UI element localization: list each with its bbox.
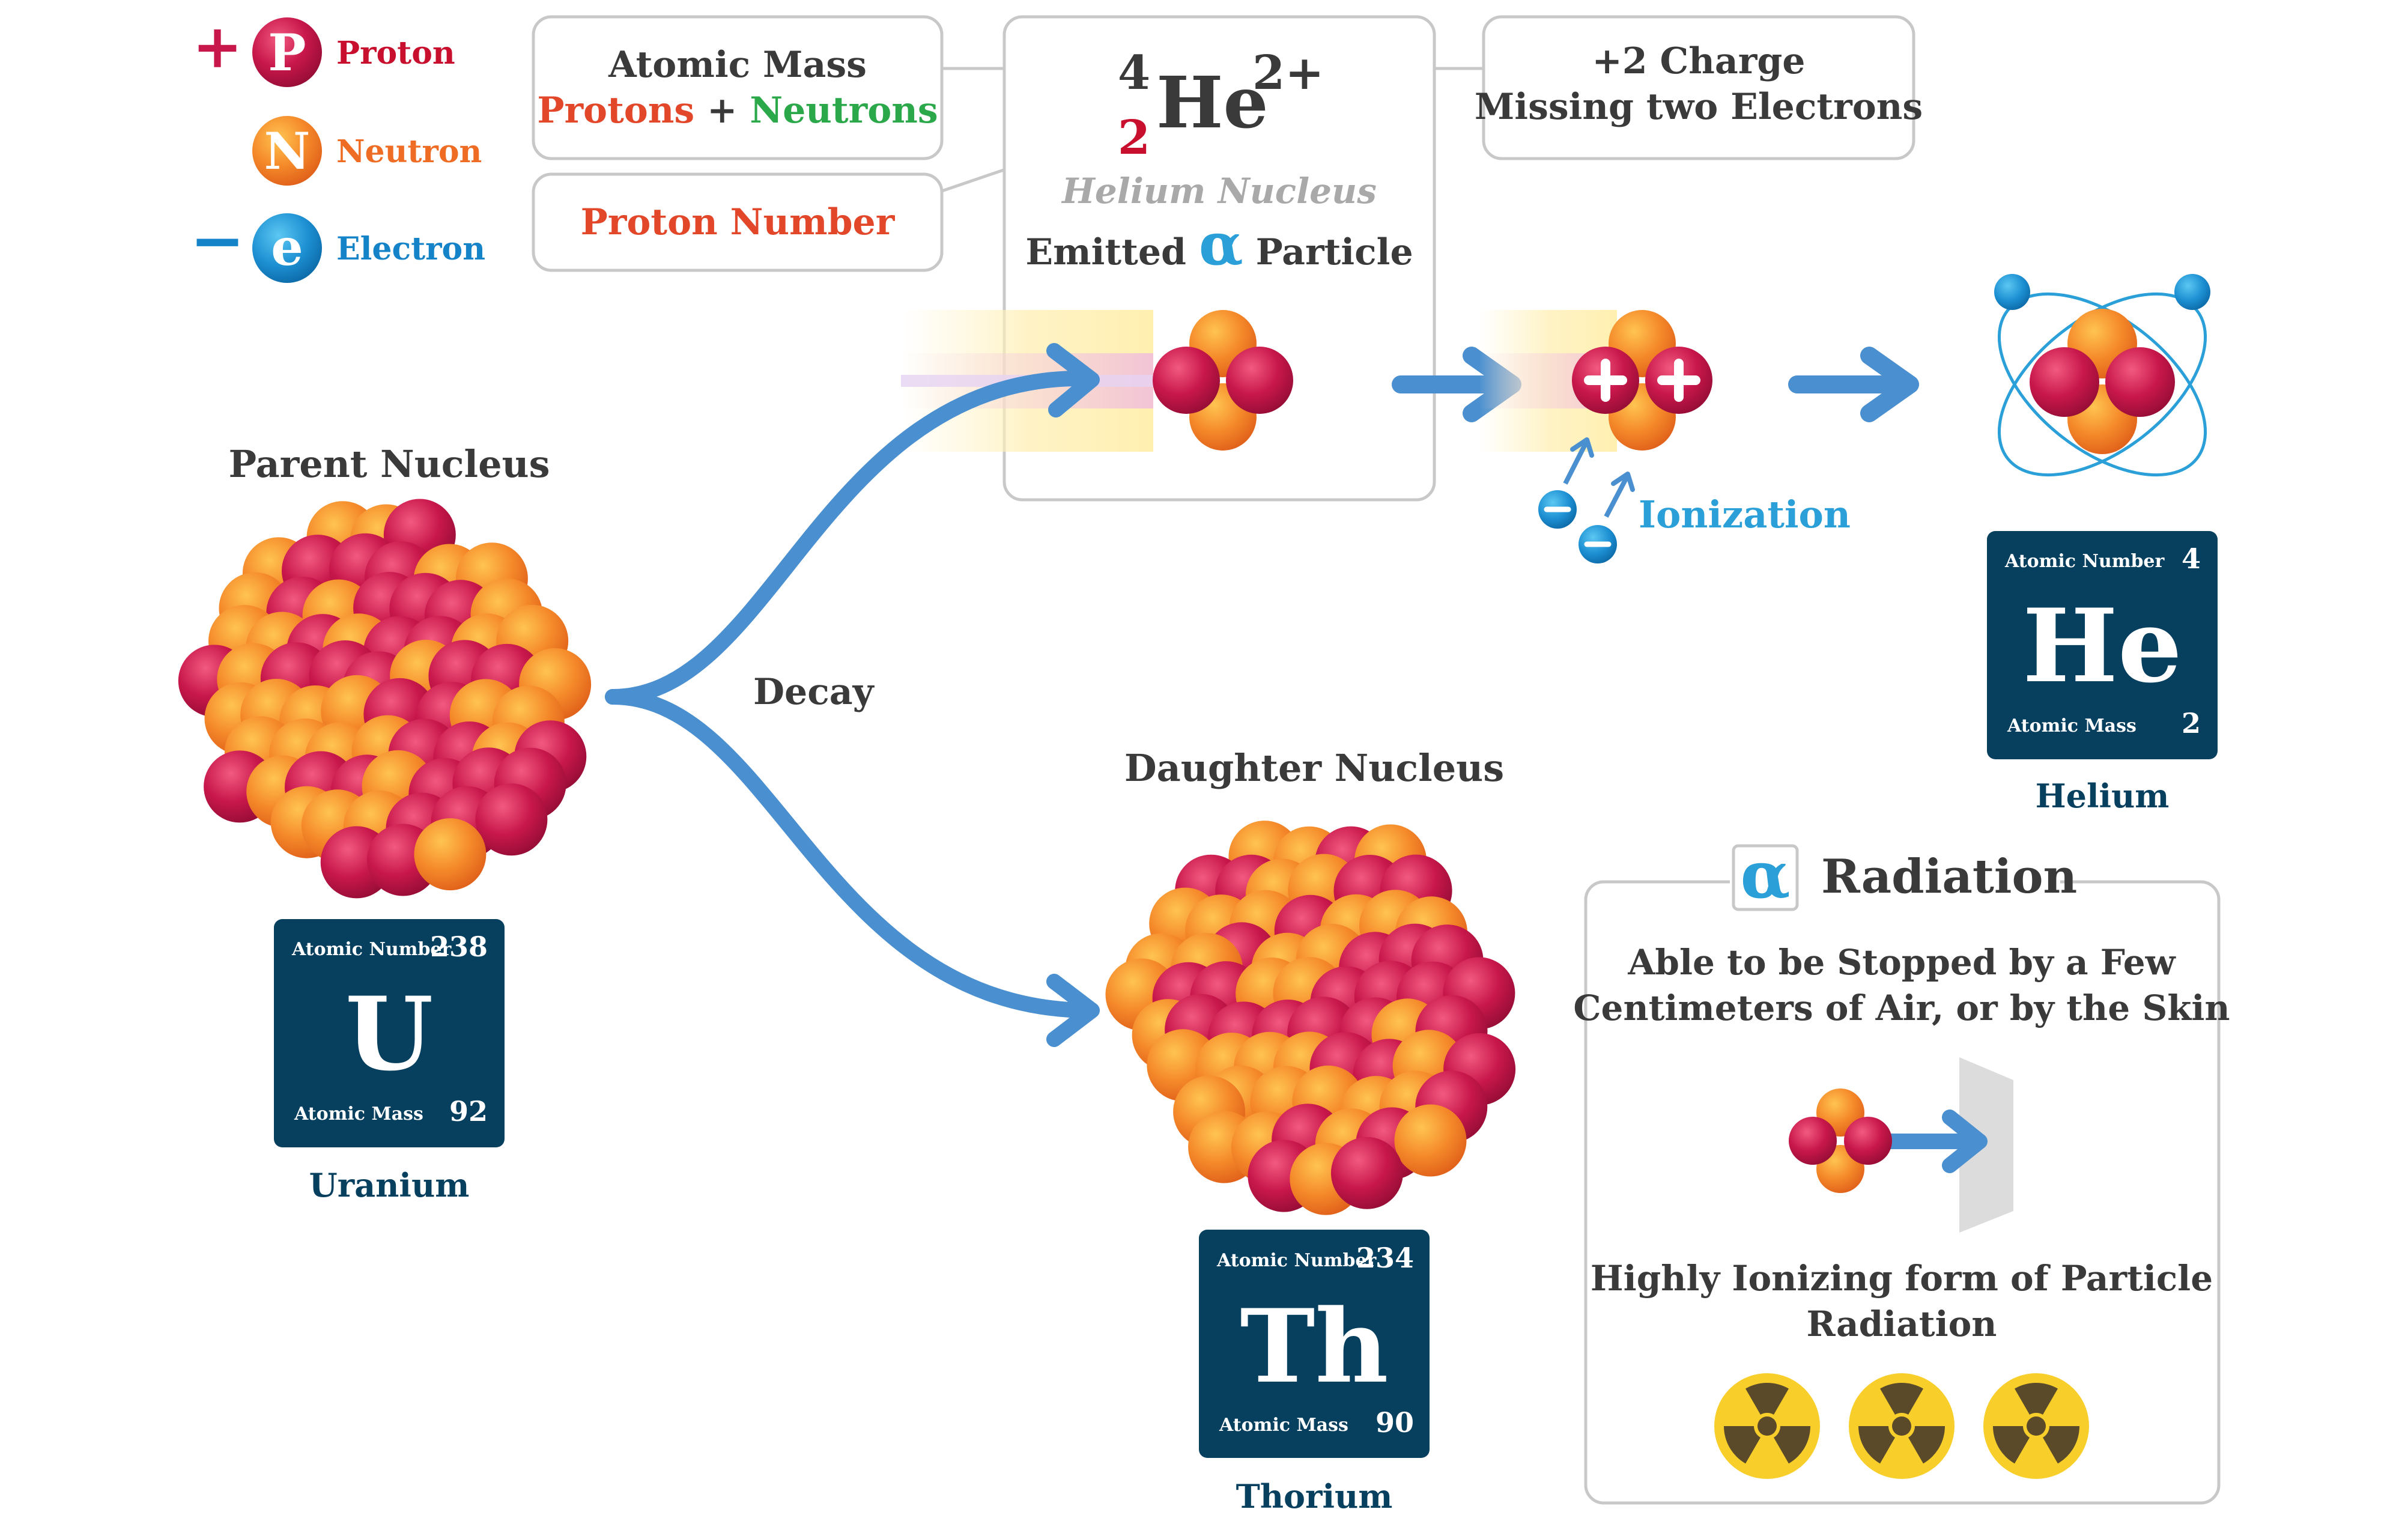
- decay-label: Decay: [753, 671, 875, 713]
- daughter-nucleus-title: Daughter Nucleus: [1124, 746, 1504, 790]
- charge-title: +2 Charge: [1592, 40, 1806, 82]
- helium-symbol: He: [1156, 61, 1269, 144]
- mass-number-superscript: 4: [1118, 46, 1150, 100]
- arrow-to-helium: [1788, 347, 1919, 422]
- daughter-nucleus: [1105, 821, 1516, 1215]
- proton-letter: P: [268, 23, 306, 82]
- nucleon: [1330, 1137, 1403, 1209]
- helium-atomic-number-label: Atomic Number: [2004, 551, 2165, 572]
- thorium-tile: Atomic Number 234 Th Atomic Mass 90: [1199, 1230, 1430, 1458]
- helium-nucleus-caption: Helium Nucleus: [1061, 171, 1377, 211]
- atomic-mass-title: Atomic Mass: [608, 44, 867, 86]
- particle-text: Particle: [1256, 231, 1413, 273]
- radiation-hazard-icon: [1983, 1373, 2089, 1479]
- helium-atomic-number: 4: [2182, 542, 2201, 575]
- uranium-tile: Atomic Number 238 U Atomic Mass 92: [274, 919, 505, 1147]
- ionizing-particle: [1572, 310, 1712, 451]
- charge-box: [1482, 15, 1915, 160]
- electron-label: Electron: [336, 231, 485, 267]
- nucleon: [475, 783, 548, 856]
- radiation-panel: α Radiation Able to be Stopped by a Few …: [1573, 837, 2230, 1505]
- radiation-hazard-icon: [1714, 1373, 1820, 1479]
- uranium-atomic-mass: 92: [449, 1095, 488, 1128]
- emitted-text: Emitted: [1025, 231, 1186, 273]
- radiation-hazard-icon: [1849, 1373, 1955, 1479]
- helium-tile: Atomic Number 4 He Atomic Mass 2: [1987, 531, 2218, 759]
- alpha-badge-symbol: α: [1740, 837, 1790, 913]
- ionizing-line-2: Radiation: [1807, 1304, 1997, 1344]
- ionization-label: Ionization: [1639, 493, 1851, 536]
- neutron-letter: N: [264, 121, 311, 181]
- electron-legend-icon: [252, 213, 322, 283]
- uranium-symbol: U: [345, 974, 434, 1093]
- charge-subtitle: Missing two Electrons: [1475, 86, 1923, 128]
- uranium-name: Uranium: [309, 1166, 470, 1204]
- alpha-particle-small: [1789, 1088, 1892, 1193]
- neutrons-text: Neutrons: [750, 90, 938, 132]
- electron-icon: [2174, 274, 2210, 310]
- plus-text: +: [707, 90, 737, 132]
- ionizing-line-1: Highly Ionizing form of Particle: [1591, 1258, 2213, 1299]
- proton-sign: +: [192, 11, 243, 82]
- thorium-symbol: Th: [1240, 1287, 1388, 1406]
- protons-text: Protons: [537, 90, 694, 132]
- proton-number-box: [532, 172, 944, 272]
- alpha-symbol: α: [1199, 210, 1243, 278]
- plus-icon: [1584, 359, 1700, 402]
- emitted-particle-caption: Emitted α Particle: [1025, 210, 1413, 278]
- atomic-number-subscript: 2: [1118, 111, 1150, 165]
- radiation-title: Radiation: [1821, 849, 2077, 904]
- nucleon: [1394, 1104, 1467, 1177]
- thorium-name: Thorium: [1236, 1477, 1393, 1516]
- helium-atomic-mass-label: Atomic Mass: [2007, 715, 2137, 736]
- electron-letter: e: [271, 217, 303, 277]
- ionization-electrons: [1538, 437, 1635, 563]
- helium-name: Helium: [2036, 777, 2170, 815]
- stopped-line-2: Centimeters of Air, or by the Skin: [1573, 988, 2230, 1028]
- uranium-atomic-number-label: Atomic Number: [291, 939, 452, 960]
- electron-sign: −: [190, 201, 245, 279]
- alpha-badge: [1732, 844, 1799, 911]
- alpha-particle: [1153, 310, 1293, 451]
- parent-nucleus: [178, 499, 592, 899]
- neutron-legend-icon: [252, 116, 322, 186]
- helium-atom: [1994, 274, 2210, 477]
- legend: + P Proton N Neutron − e Electron: [190, 11, 485, 283]
- helium-tile-symbol: He: [2022, 586, 2182, 705]
- protons-plus-neutrons: Protons + Neutrons: [537, 90, 938, 132]
- electron-icon: [1994, 274, 2030, 310]
- proton-legend-icon: [252, 17, 322, 87]
- uranium-atomic-mass-label: Atomic Mass: [294, 1104, 423, 1125]
- uranium-atomic-number: 238: [430, 930, 488, 963]
- proton-number-title: Proton Number: [581, 201, 896, 243]
- proton-label: Proton: [336, 35, 455, 71]
- helium-atomic-mass: 2: [2182, 707, 2201, 739]
- decay-arrows: [605, 343, 1100, 1047]
- atomic-mass-box: [532, 15, 944, 160]
- charge-superscript: 2+: [1252, 46, 1324, 100]
- nucleon: [414, 818, 487, 891]
- thorium-atomic-number: 234: [1356, 1242, 1414, 1274]
- stopped-line-1: Able to be Stopped by a Few: [1627, 942, 2176, 983]
- neutron-label: Neutron: [336, 133, 482, 170]
- parent-nucleus-title: Parent Nucleus: [228, 442, 550, 486]
- thorium-atomic-number-label: Atomic Number: [1216, 1250, 1377, 1271]
- thorium-atomic-mass: 90: [1375, 1406, 1414, 1439]
- thorium-atomic-mass-label: Atomic Mass: [1219, 1415, 1348, 1436]
